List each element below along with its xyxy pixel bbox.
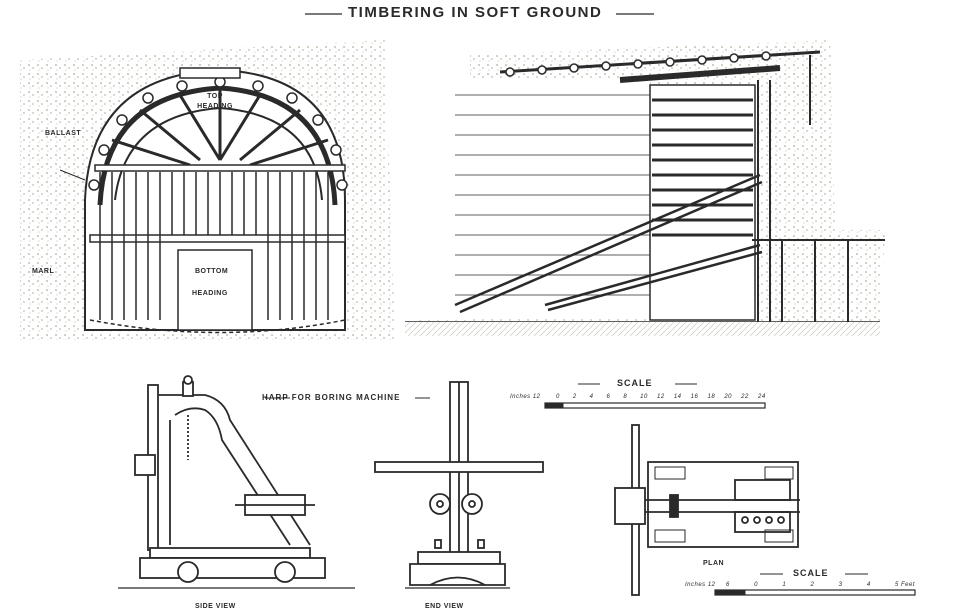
scale-tick-label: 24 xyxy=(758,394,766,400)
vertical-poling xyxy=(99,172,329,320)
scale-tick-label: 18 xyxy=(707,394,716,400)
scale-tick-label: 1 xyxy=(782,582,787,588)
ballast-leader xyxy=(59,169,86,181)
label-ballast: BALLAST xyxy=(45,130,82,137)
scale-tick-label: 14 xyxy=(673,394,682,400)
harp-end-view xyxy=(374,381,544,589)
radial-struts xyxy=(111,90,329,167)
scale-tick-label: 6 xyxy=(726,582,730,588)
label-end-view: END VIEW xyxy=(425,603,464,610)
page-title: TIMBERING IN SOFT GROUND xyxy=(348,4,603,21)
label-top-heading: TOP HEADING xyxy=(197,93,233,110)
scale-tick-label: 2 xyxy=(572,394,577,400)
arch-joints xyxy=(88,76,348,191)
label-marl: MARL xyxy=(32,268,55,275)
scale-bottom-title: SCALE xyxy=(793,568,829,578)
tunnel-cross-section xyxy=(20,40,395,340)
harp-side-view xyxy=(118,375,430,589)
scale-tick-label: 20 xyxy=(724,394,733,400)
label-bottom-heading-2: HEADING xyxy=(192,290,228,297)
scale-bar-bottom xyxy=(714,573,916,596)
scale-tick-label: 16 xyxy=(690,394,699,400)
posts xyxy=(757,55,849,325)
scale-tick-label: 2 xyxy=(810,582,815,588)
scale-tick-label: 0 xyxy=(754,582,758,588)
scale-tick-label: 4 xyxy=(589,394,594,400)
scale-tick-label: 12 xyxy=(657,394,665,400)
scale-tick-label: 5 Feet xyxy=(895,582,916,588)
scale-tick-label: 22 xyxy=(741,394,749,400)
face-boards xyxy=(652,98,753,237)
label-side-view: SIDE VIEW xyxy=(195,603,236,610)
scale-bottom-unit: Inches 12 xyxy=(685,582,716,588)
scale-tick-label: 10 xyxy=(640,394,648,400)
raking-props xyxy=(454,173,763,314)
label-plan: PLAN xyxy=(703,560,725,567)
label-harp-title: HARP FOR BORING MACHINE xyxy=(262,393,401,402)
scale-tick-label: 0 xyxy=(556,394,560,400)
arch-bars xyxy=(97,85,338,206)
scale-tick-label: 8 xyxy=(623,394,628,400)
longitudinal-section xyxy=(405,40,885,336)
harp-plan-view xyxy=(614,424,800,596)
label-bottom-heading-1: BOTTOM xyxy=(195,268,229,275)
bottom-heading-box xyxy=(177,249,253,331)
scale-tick-label: 4 xyxy=(866,582,871,588)
scale-top-title: SCALE xyxy=(617,378,653,388)
scale-top-unit: Inches 12 xyxy=(510,394,541,400)
scale-bar-top xyxy=(544,383,766,409)
scale-tick-label: 6 xyxy=(606,394,611,400)
scale-tick-label: 3 xyxy=(838,582,843,588)
